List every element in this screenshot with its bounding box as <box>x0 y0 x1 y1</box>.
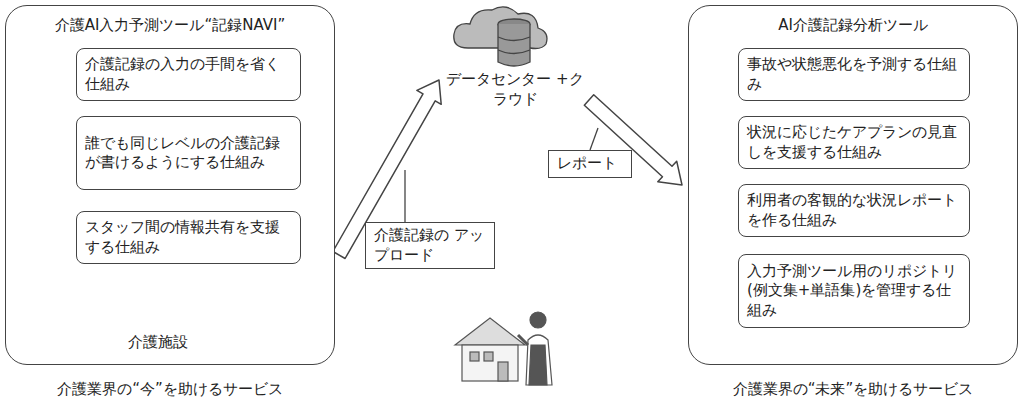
box-text: 入力予測ツール用のリポジトリ(例文集+単語集)を管理する仕組み <box>747 262 961 321</box>
feature-box: 利用者の客観的な状況レポートを作る仕組み <box>738 184 970 237</box>
feature-box: 状況に応じたケアプランの見直しを支援する仕組み <box>738 116 970 169</box>
box-text: 誰でも同じレベルの介護記録が書けるようにする仕組み <box>85 134 292 173</box>
panel-title: 介護AI入力予測ツール“記録NAVI” <box>6 16 334 36</box>
panel-title: AI介護記録分析ツール <box>689 16 1017 36</box>
feature-box: 誰でも同じレベルの介護記録が書けるようにする仕組み <box>76 116 301 190</box>
left-caption: 介護業界の“今”を助けるサービス <box>57 380 283 400</box>
box-text: データセンター +クラウド <box>445 70 585 109</box>
box-text: 利用者の客観的な状況レポートを作る仕組み <box>747 191 961 230</box>
feature-box: スタッフ間の情報共有を支援する仕組み <box>76 211 301 264</box>
feature-box: 介護記録の入力の手間を省く仕組み <box>76 48 301 101</box>
box-text: 事故や状態悪化を予測する仕組み <box>747 55 961 94</box>
house-caregiver-illustration <box>455 312 552 385</box>
box-text: 介護記録の入力の手間を省く仕組み <box>85 55 292 94</box>
tool-panel: AI介護記録分析ツール事故や状態悪化を予測する仕組み状況に応じたケアプランの見直… <box>688 5 1018 365</box>
edge-label: 介護記録の アップロード <box>365 222 495 269</box>
tool-panel: 介護AI入力予測ツール“記録NAVI” 介護記録の入力の手間を省く仕組み誰でも同じ… <box>5 5 335 365</box>
feature-box: 入力予測ツール用のリポジトリ(例文集+単語集)を管理する仕組み <box>738 254 970 328</box>
facility-label: 介護施設 <box>128 333 188 353</box>
box-text: スタッフ間の情報共有を支援する仕組み <box>85 218 292 257</box>
cloud-database-icon <box>454 7 547 66</box>
edge-label: レポート <box>548 150 632 178</box>
box-text: 状況に応じたケアプランの見直しを支援する仕組み <box>747 123 961 162</box>
feature-box: 事故や状態悪化を予測する仕組み <box>738 48 970 101</box>
leader-line <box>404 170 405 222</box>
datacenter-node: データセンター +クラウド <box>445 70 585 116</box>
right-caption: 介護業界の“未来”を助けるサービス <box>733 380 974 400</box>
leader-line <box>590 128 598 150</box>
